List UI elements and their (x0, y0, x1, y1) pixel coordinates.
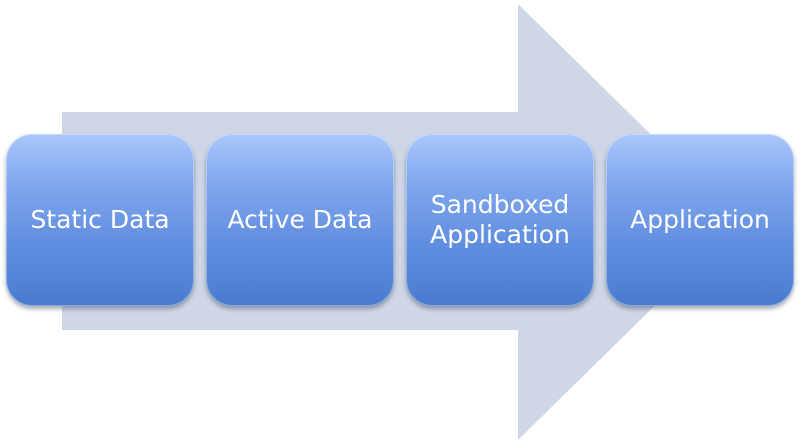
step-box-static-data: Static Data (6, 134, 194, 306)
arrow-shape (62, 4, 740, 440)
step-box-sandboxed-application: Sandboxed Application (406, 134, 594, 306)
step-label: Application (630, 205, 770, 234)
step-label: Active Data (227, 205, 373, 234)
step-label: Sandboxed Application (430, 190, 570, 249)
step-box-active-data: Active Data (206, 134, 394, 306)
step-box-application: Application (606, 134, 794, 306)
step-label: Static Data (30, 205, 170, 234)
